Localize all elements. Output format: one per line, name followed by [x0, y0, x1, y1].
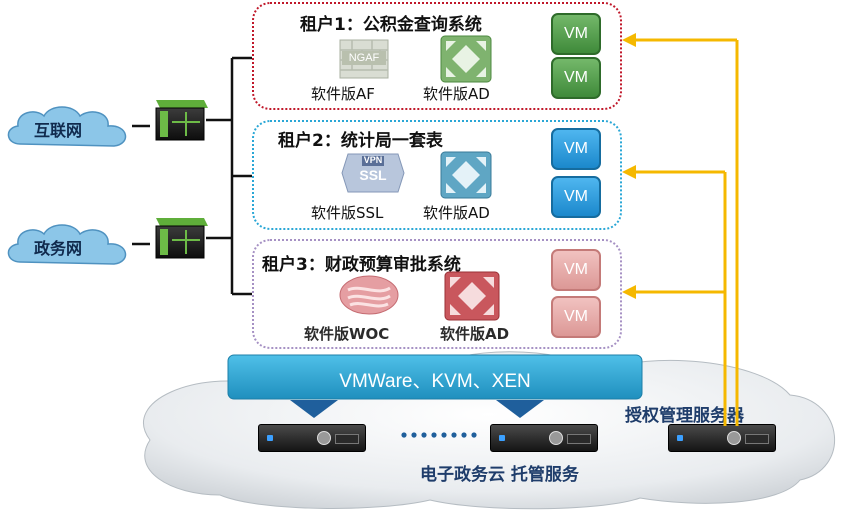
ellipsis-dots [401, 432, 477, 438]
tenant-1-device-2-label: 软件版AD [423, 85, 490, 103]
tenant-3-title: 租户3：财政预算审批系统 [262, 255, 461, 275]
hypervisor-bar [227, 354, 643, 400]
hypervisor-label: VMWare、KVM、XEN [339, 371, 531, 392]
arrow-left-icon [622, 285, 636, 299]
arrow-left-icon [622, 165, 636, 179]
woc-optimizer-icon [339, 275, 399, 315]
tenant-2-vm-1: VM [551, 128, 601, 170]
ssl-badge: SSL [359, 167, 387, 183]
tenant-3-device-1-label: 软件版WOC [304, 325, 390, 343]
internet-label: 互联网 [34, 121, 83, 140]
cloud-service-label: 电子政务云 托管服务 [420, 465, 579, 485]
tenant-1-device-1-label: 软件版AF [311, 85, 375, 103]
tenant-1-vm-1: VM [551, 13, 601, 55]
internet-cloud-icon [7, 106, 127, 147]
tenant-3-vm-1: VM [551, 249, 601, 291]
gov-network-cloud-icon [7, 224, 127, 265]
arrow-left-icon [622, 33, 636, 47]
vpn-badge: VPN [363, 155, 383, 165]
ad-load-balancer-icon [440, 151, 492, 199]
gov-network-label: 政务网 [34, 239, 83, 258]
server-icon [258, 424, 366, 452]
tenant-1-title: 租户1：公积金查询系统 [300, 15, 482, 35]
switch-icon [155, 100, 208, 141]
ad-load-balancer-icon [440, 35, 492, 83]
down-arrow-icon [496, 400, 544, 418]
ad-load-balancer-icon [444, 271, 500, 321]
tenant-1-vm-2: VM [551, 57, 601, 99]
license-server-label: 授权管理服务器 [625, 406, 744, 426]
down-arrow-icon [290, 400, 338, 418]
tenant-2-title: 租户2：统计局一套表 [278, 131, 443, 151]
license-server-icon [668, 424, 776, 452]
switch-icon [155, 218, 208, 259]
ngaf-badge: NGAF [342, 51, 386, 65]
vpn-ssl-icon [341, 153, 405, 193]
tenant-2-device-1-label: 软件版SSL [311, 204, 384, 222]
tenant-2-vm-2: VM [551, 176, 601, 218]
server-icon [490, 424, 598, 452]
tenant-3-vm-2: VM [551, 296, 601, 338]
tenant-3-device-2-label: 软件版AD [440, 325, 510, 343]
tenant-2-device-2-label: 软件版AD [423, 204, 490, 222]
